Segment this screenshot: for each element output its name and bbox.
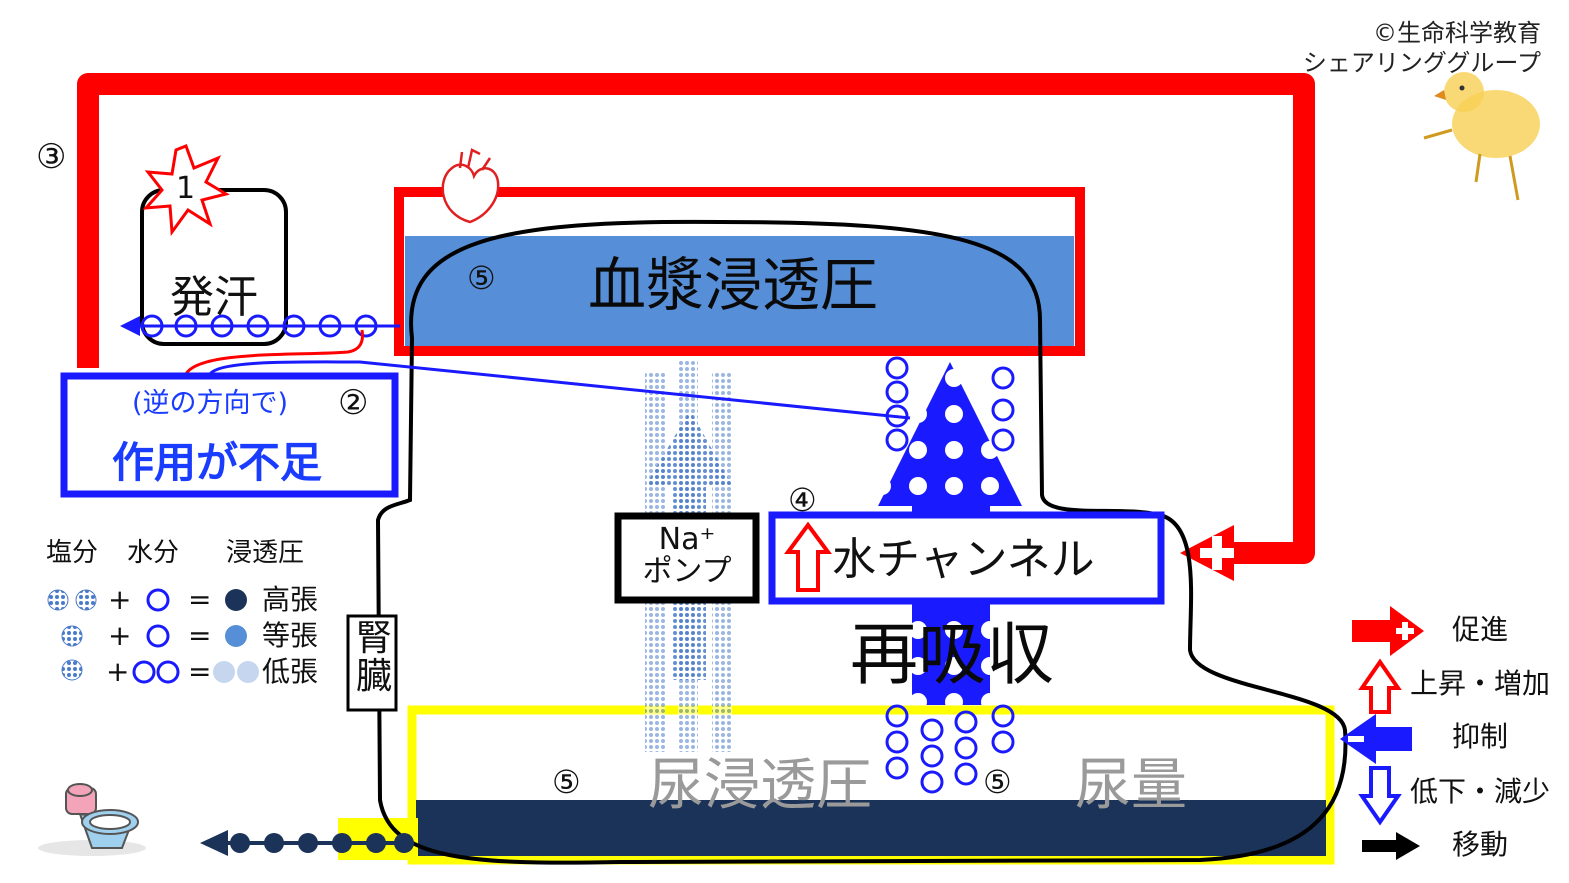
urine-outflow-arrow: [200, 830, 414, 856]
legend-isotonic: 等張: [262, 619, 319, 652]
urine-osmotic-label: 尿浸透圧: [648, 753, 872, 818]
copyright-notice: ©生命科学教育 シェアリンググループ: [1303, 18, 1541, 78]
insufficient-box: [60, 372, 399, 498]
kidney-label: 腎臓: [355, 618, 392, 697]
copyright-line1: ©生命科学教育: [1373, 19, 1541, 47]
key-move-label: 移動: [1452, 828, 1509, 861]
step-4-label: ④: [788, 481, 817, 519]
toilet-icon: [38, 783, 146, 856]
insufficient-action-label: 作用が不足: [112, 438, 323, 487]
hormone-blue-line: [208, 360, 911, 420]
plasma-osmotic-fill: [405, 236, 1074, 346]
hormone-red-line: [184, 329, 364, 375]
legend-equals-3: =: [188, 655, 212, 688]
legend-osmotic-header: 浸透圧: [226, 538, 305, 568]
key-move-icon: [1362, 832, 1420, 860]
step-3-label: ③: [36, 137, 67, 177]
legend-symbols: [47, 588, 259, 684]
chick-icon: [1423, 72, 1540, 201]
legend-hypertonic: 高張: [262, 583, 319, 616]
legend-hypotonic: 低張: [262, 655, 319, 688]
feedback-loop-arrow: [77, 73, 1315, 564]
key-inhibit-icon: [1340, 714, 1412, 764]
na-pump-line1: Na⁺: [658, 522, 716, 557]
reabsorption-label: 再吸収: [850, 616, 1055, 695]
key-promote-icon: [1352, 606, 1424, 656]
increase-arrow-icon: [784, 521, 832, 592]
water-channel-box: [768, 511, 1165, 605]
sweating-label: 発汗: [170, 272, 258, 323]
plus-icon: [1200, 536, 1234, 570]
step-2-label: ②: [338, 383, 369, 423]
legend-plus-3: +: [106, 655, 130, 688]
legend-water-header: 水分: [127, 538, 180, 568]
kidney-outline: [375, 219, 1348, 865]
urine-osmotic-fill: [416, 800, 1326, 856]
legend-salt-header: 塩分: [46, 538, 99, 568]
reverse-direction-label: (逆の方向で): [132, 388, 289, 419]
na-pump-line2: ポンプ: [642, 553, 732, 589]
key-decrease-label: 低下・減少: [1410, 775, 1551, 808]
legend-equals-1: =: [188, 583, 212, 616]
key-decrease-icon: [1358, 766, 1402, 826]
sweat-flow-arrow: [120, 314, 400, 338]
heart-icon: [441, 148, 500, 224]
step-5-urine-vol-label: ⑤: [983, 763, 1012, 801]
water-column: [885, 356, 1015, 794]
legend-equals-2: =: [188, 619, 212, 652]
step-5-urine-osm-label: ⑤: [552, 763, 581, 801]
legend-plus-1: +: [108, 583, 132, 616]
urine-volume-label: 尿量: [1075, 753, 1187, 818]
na-pump-box: [614, 512, 760, 604]
key-increase-icon: [1358, 658, 1402, 714]
key-inhibit-label: 抑制: [1452, 720, 1509, 753]
kidney-label-box: [346, 614, 398, 712]
step-5-plasma-label: ⑤: [467, 259, 496, 297]
copyright-line2: シェアリンググループ: [1302, 49, 1541, 77]
key-promote-label: 促進: [1452, 613, 1509, 646]
key-increase-label: 上昇・増加: [1410, 667, 1551, 700]
explosion-icon: [142, 144, 230, 237]
water-channel-label: 水チャンネル: [832, 534, 1095, 585]
plasma-osmotic-label: 血漿浸透圧: [588, 251, 879, 319]
legend-plus-2: +: [108, 619, 132, 652]
step-1-label: 1: [176, 171, 196, 206]
na-pump-label: Na⁺ ポンプ: [622, 524, 752, 587]
